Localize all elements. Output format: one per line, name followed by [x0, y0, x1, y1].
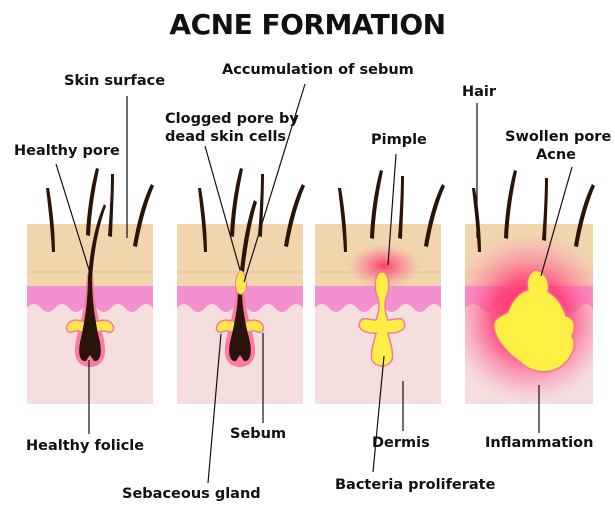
- hair-strand: [86, 168, 99, 236]
- hair-strand: [370, 170, 383, 239]
- hair-strand: [398, 176, 404, 239]
- hair-follicle: [229, 290, 251, 362]
- label-clogged-pore: Clogged pore by dead skin cells: [165, 110, 299, 146]
- hair-strand: [338, 188, 347, 252]
- label-swollen-pore-line2: Acne: [536, 147, 576, 163]
- label-dermis: Dermis: [372, 435, 430, 451]
- hair-strand: [108, 174, 114, 237]
- label-hair: Hair: [462, 84, 497, 100]
- panel-healthy-pore: [27, 168, 154, 404]
- panel-pimple: [315, 170, 445, 404]
- diagram-title: ACNE FORMATION: [169, 8, 446, 41]
- label-healthy-follicle: Healthy folicle: [26, 438, 145, 454]
- label-bacteria-proliferate: Bacteria proliferate: [335, 477, 496, 493]
- label-sebaceous-gland: Sebaceous gland: [122, 486, 261, 502]
- label-skin-surface: Skin surface: [64, 73, 166, 89]
- label-swollen-pore: Swollen pore Acne: [505, 128, 612, 164]
- hair-strand: [198, 188, 207, 252]
- callout-lines: [55, 83, 573, 484]
- hair-strand: [504, 170, 517, 239]
- hair-strand: [284, 184, 305, 247]
- pimple-line: [387, 153, 397, 266]
- label-accumulation-of-sebum: Accumulation of sebum: [222, 62, 414, 78]
- hair-strand: [574, 184, 595, 247]
- sebaceous-gland: [215, 319, 265, 336]
- label-clogged-pore-line2: dead skin cells: [165, 129, 287, 145]
- sebum-accumulation-line: [243, 83, 306, 283]
- sebaceous-gland-line: [207, 333, 222, 484]
- sebaceous-gland: [65, 319, 115, 336]
- label-sebum: Sebum: [230, 426, 287, 442]
- redness-glow: [348, 244, 420, 288]
- hair-follicle: [79, 276, 101, 362]
- hair-strand: [230, 168, 243, 237]
- panel-acne: [465, 170, 595, 404]
- hair-strand: [133, 184, 154, 247]
- hair-strand: [240, 200, 257, 272]
- hair-strand: [46, 188, 55, 252]
- hair-strand: [542, 178, 548, 241]
- label-inflammation: Inflammation: [485, 435, 594, 451]
- bacteria-line: [372, 355, 385, 473]
- label-pimple: Pimple: [371, 132, 427, 148]
- clogged-pore-line: [204, 145, 241, 271]
- label-swollen-pore-line1: Swollen pore: [505, 129, 612, 145]
- swollen-follicle: [493, 269, 576, 373]
- panel-clogged-pore: [177, 168, 305, 404]
- label-clogged-pore-line1: Clogged pore by: [165, 111, 299, 127]
- hair-strand: [424, 184, 445, 247]
- healthy-pore-line: [55, 163, 92, 277]
- hair-strand: [88, 204, 106, 278]
- swollen-pore-line: [540, 166, 573, 277]
- label-healthy-pore: Healthy pore: [14, 143, 120, 159]
